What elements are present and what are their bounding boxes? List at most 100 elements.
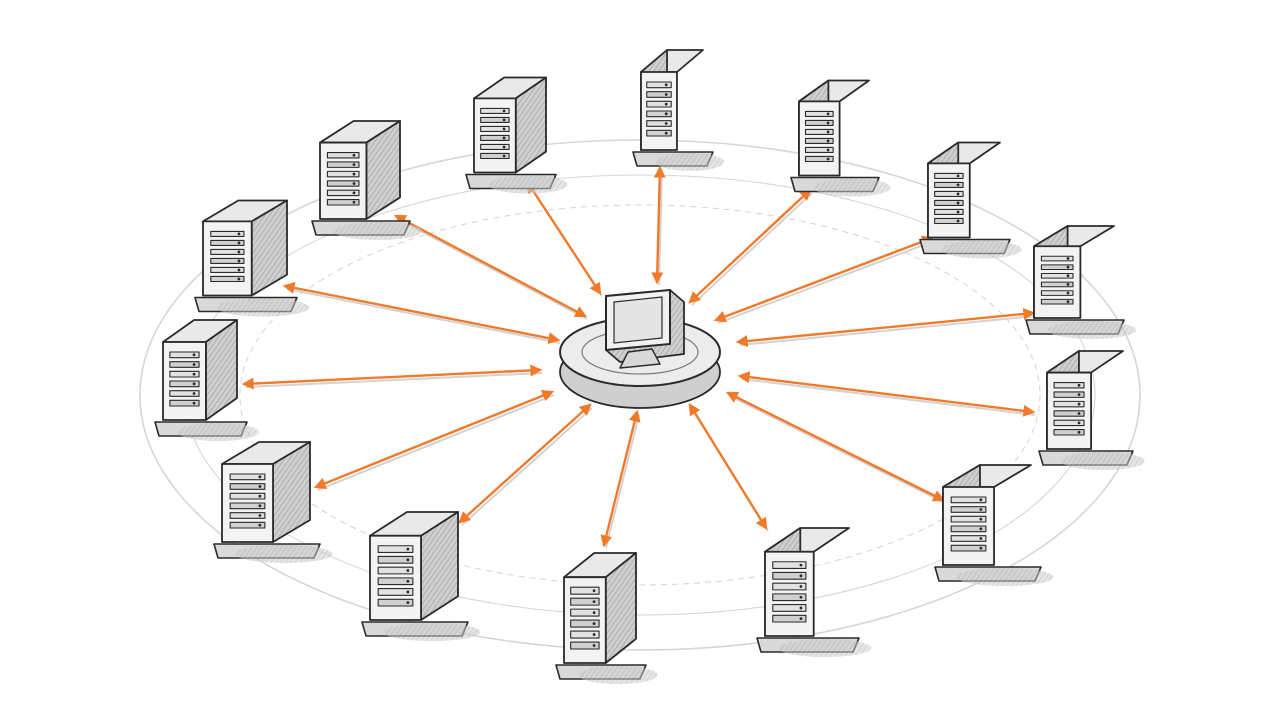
status-led <box>502 136 506 140</box>
drive-bay <box>950 544 987 552</box>
connection-shadow <box>605 414 640 549</box>
drive-bay <box>934 199 964 207</box>
drive-bay <box>377 555 414 564</box>
status-led <box>956 174 960 178</box>
connection-arrow <box>241 364 543 390</box>
drive-bay <box>772 614 807 623</box>
drive-bay <box>804 110 834 117</box>
drive-bay <box>950 496 987 504</box>
status-led <box>799 585 803 588</box>
connection-arrow <box>713 235 935 323</box>
central-hub <box>559 289 721 409</box>
connection-arrow <box>735 307 1036 348</box>
status-led <box>664 131 668 135</box>
server-node-server-9 <box>555 552 658 684</box>
connection-shadow <box>729 395 946 504</box>
drive-bay <box>570 608 600 617</box>
drive-bay <box>570 597 600 606</box>
status-led <box>406 569 410 572</box>
status-led <box>237 241 241 245</box>
server-shadow <box>1048 321 1136 339</box>
drive-bay <box>804 128 834 136</box>
orbit-ring <box>139 139 1141 651</box>
server-node-server-6 <box>1038 350 1145 470</box>
status-led <box>258 494 262 498</box>
status-led <box>502 127 506 131</box>
status-led <box>592 644 596 647</box>
status-led <box>592 611 596 615</box>
connection-shadow <box>461 407 593 526</box>
status-led <box>592 600 596 604</box>
drive-bay <box>169 390 200 397</box>
status-led <box>592 622 596 625</box>
connection-arrow <box>313 390 555 489</box>
orbit-ring <box>239 204 1041 586</box>
drive-bay <box>377 545 414 554</box>
status-led <box>237 268 241 272</box>
drive-bay <box>804 155 834 163</box>
drive-bay <box>950 515 987 523</box>
drive-bay <box>1040 272 1074 279</box>
status-led <box>192 353 196 357</box>
connection-shadow <box>691 192 813 306</box>
drive-bay <box>772 604 807 612</box>
status-led <box>1066 257 1070 260</box>
status-led <box>406 547 410 551</box>
drive-bay <box>326 170 360 178</box>
connection-shadow <box>739 315 1036 346</box>
drive-bay <box>169 370 200 378</box>
status-led <box>979 546 983 550</box>
status-led <box>979 527 983 531</box>
server-node-server-8 <box>756 527 872 657</box>
drive-bay <box>210 257 245 265</box>
status-led <box>1077 430 1081 434</box>
status-led <box>192 363 196 366</box>
server-shadow <box>655 153 725 171</box>
status-led <box>592 633 596 636</box>
drive-bay <box>1040 255 1074 262</box>
server-node-server-13 <box>194 199 310 317</box>
connection-shadow <box>245 372 543 388</box>
drive-bay <box>480 152 510 160</box>
drive-bay <box>377 598 414 607</box>
drive-bay <box>934 190 964 198</box>
status-led <box>406 558 410 562</box>
status-led <box>406 579 410 583</box>
status-led <box>192 382 196 386</box>
connection-arrow <box>393 214 588 318</box>
drive-bay <box>480 134 510 142</box>
server-node-server-3 <box>790 79 891 197</box>
drive-bay <box>804 137 834 145</box>
drive-bay <box>326 152 360 159</box>
status-led <box>592 589 596 593</box>
orbit-rings <box>139 139 1141 651</box>
drive-bay <box>169 361 200 368</box>
status-led <box>1077 383 1081 387</box>
drive-bay <box>950 506 987 513</box>
drive-bay <box>950 535 987 542</box>
status-led <box>258 514 262 517</box>
status-led <box>406 590 410 594</box>
status-led <box>956 219 960 223</box>
drive-bay <box>210 266 245 274</box>
drive-bay <box>772 561 807 570</box>
drive-bay <box>210 230 245 237</box>
server-shadow <box>488 175 568 194</box>
status-led <box>192 372 196 376</box>
status-led <box>799 617 803 621</box>
status-led <box>664 112 668 116</box>
status-led <box>826 148 830 152</box>
status-led <box>258 523 262 527</box>
drive-bay <box>934 217 964 225</box>
connection-arrow <box>737 371 1036 417</box>
server-node-server-2 <box>632 49 725 171</box>
status-led <box>826 130 830 134</box>
drive-bay <box>326 199 360 206</box>
drive-bay <box>377 588 414 596</box>
connection-arrow <box>651 165 666 285</box>
status-led <box>1066 274 1070 278</box>
drive-bay <box>377 566 414 575</box>
status-led <box>352 191 356 195</box>
connection-arrow <box>688 402 768 531</box>
